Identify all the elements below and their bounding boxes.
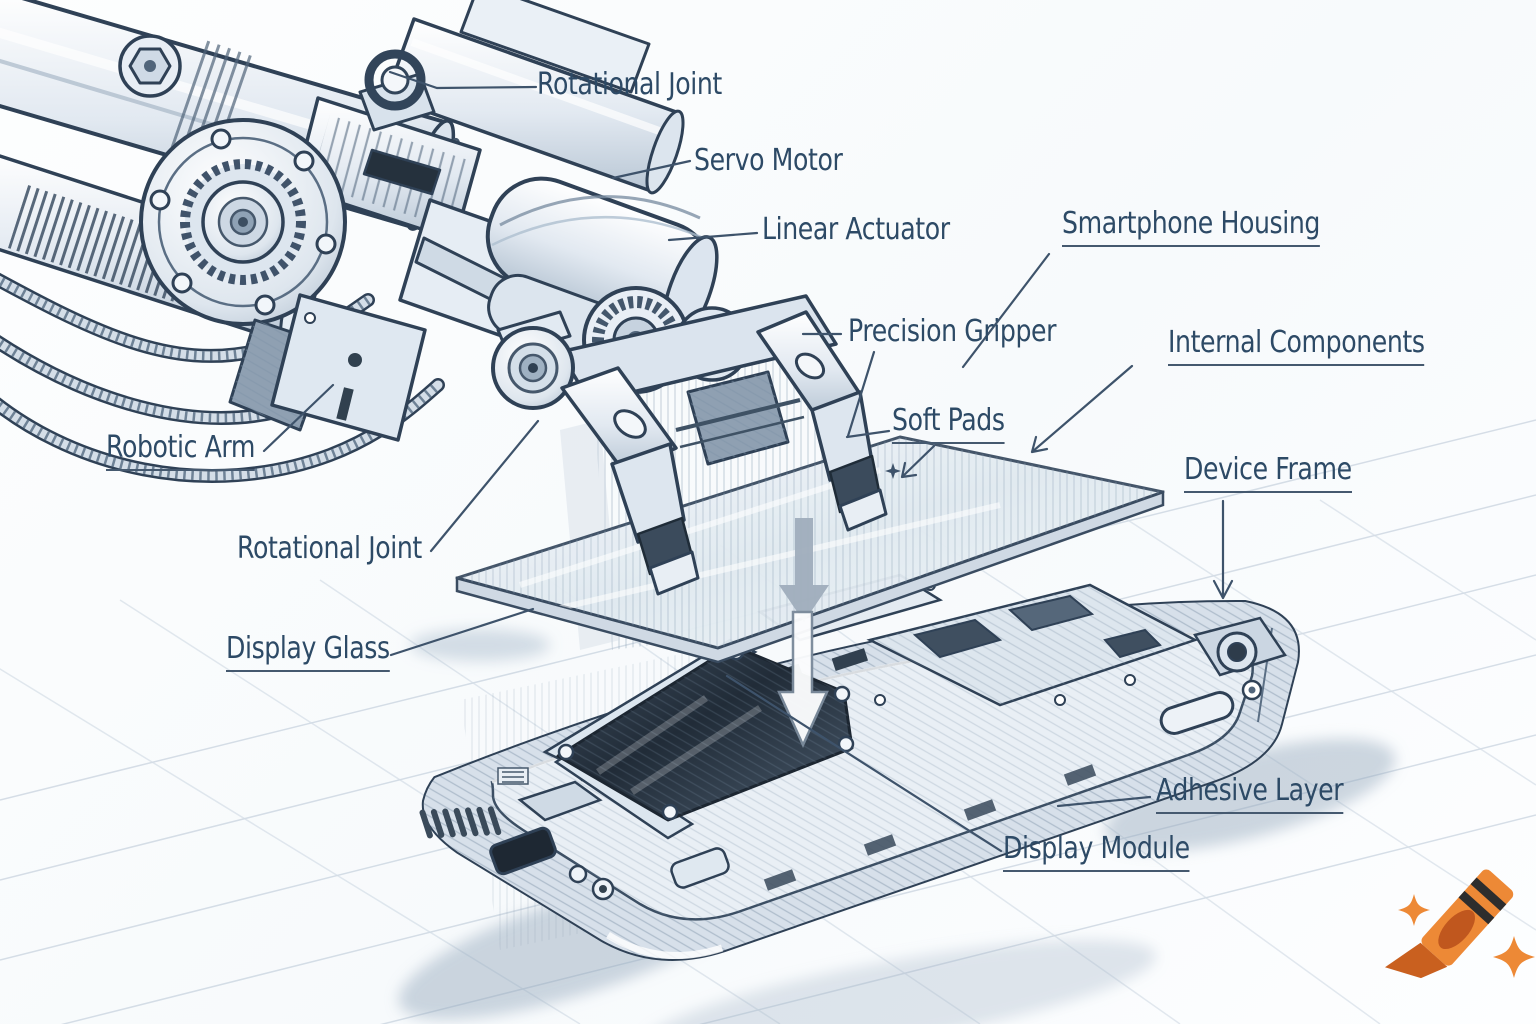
mic-hole <box>568 864 588 884</box>
wrist-joint <box>491 310 575 410</box>
sparkle-icon <box>1398 894 1430 926</box>
sketch-sparkle <box>885 463 901 479</box>
label-robotic-arm: Robotic Arm <box>106 430 255 471</box>
down-arrow-white <box>777 610 829 749</box>
mounting-plate <box>228 293 427 442</box>
label-linear-actuator: Linear Actuator <box>762 212 950 247</box>
rotational-joint-top-part <box>358 49 436 132</box>
usb-port <box>489 826 557 876</box>
leader-lines <box>262 70 1234 853</box>
label-precision-gripper: Precision Gripper <box>848 314 1057 349</box>
label-soft-pads: Soft Pads <box>892 403 1005 444</box>
sparkle-icon <box>1493 936 1535 978</box>
label-display-glass: Display Glass <box>226 631 390 672</box>
label-smartphone-housing: Smartphone Housing <box>1062 206 1320 247</box>
assembly-arrows <box>777 518 829 749</box>
label-servo-motor: Servo Motor <box>694 143 843 178</box>
speaker-slots <box>419 806 502 839</box>
label-rotational-joint-bottom: Rotational Joint <box>237 531 422 566</box>
label-adhesive-layer: Adhesive Layer <box>1156 773 1344 814</box>
shoulder-joint <box>139 118 347 326</box>
display-module-illustration <box>542 638 855 840</box>
front-lip-slots <box>763 764 1097 891</box>
crayon-logo <box>1384 869 1535 979</box>
label-rotational-joint-top: Rotational Joint <box>537 67 722 102</box>
precision-gripper-part <box>560 310 888 596</box>
label-internal-components: Internal Components <box>1168 325 1425 366</box>
crayon-icon <box>1384 869 1514 979</box>
label-device-frame: Device Frame <box>1184 452 1352 493</box>
down-arrow-gray <box>779 518 829 622</box>
smartphone-housing-illustration <box>419 573 1300 961</box>
front-button <box>670 847 730 889</box>
label-display-module: Display Module <box>1003 831 1190 872</box>
side-button <box>1159 691 1235 735</box>
robotic-arm-illustration <box>0 0 888 596</box>
